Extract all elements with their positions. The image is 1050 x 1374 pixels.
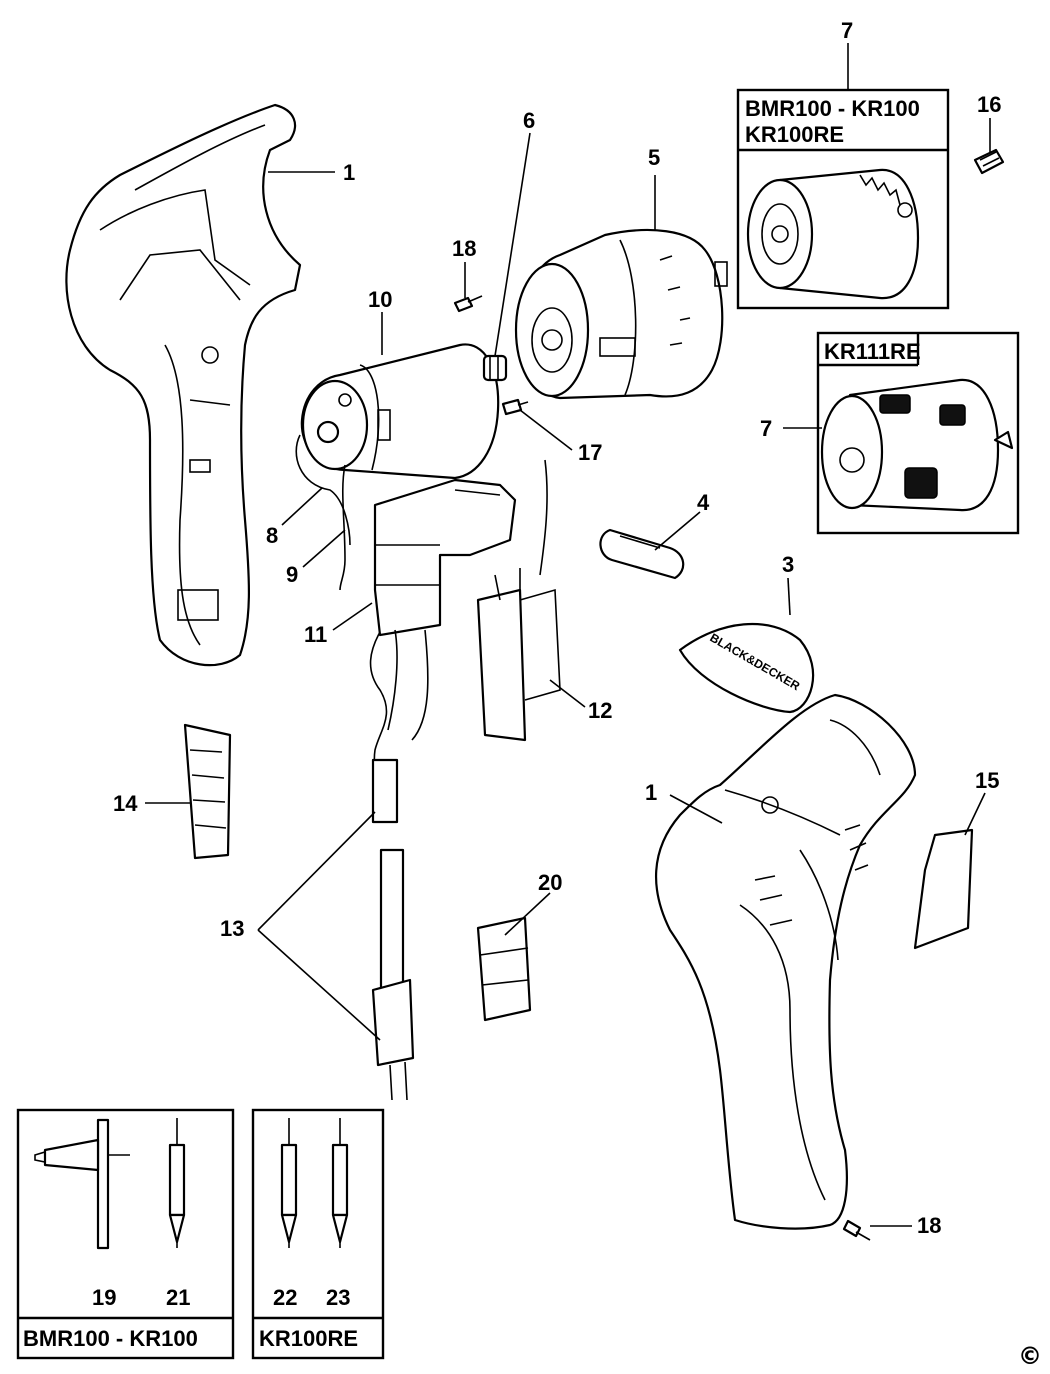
part-num-18-bottom: 18 [917,1213,941,1238]
screw-18-bottom [842,1219,871,1241]
part-num-7-side: 7 [760,416,772,441]
accessory-box-right-title: KR100RE [259,1326,358,1351]
part-num-17: 17 [578,440,602,465]
part-num-4: 4 [697,490,710,515]
part-num-16: 16 [977,92,1001,117]
part-num-5: 5 [648,145,660,170]
part-num-20: 20 [538,870,562,895]
part-num-13: 13 [220,916,244,941]
keyless-chuck [820,378,1014,512]
switch-wire [539,459,548,576]
screwdriver-bit-21 [168,1118,186,1248]
screw-16 [973,148,1005,175]
part-num-22: 22 [273,1285,297,1310]
wire-9 [339,464,346,591]
light-lens [599,528,685,580]
part-num-3: 3 [782,552,794,577]
battery-clip [476,916,532,1022]
screw-18-top [453,295,483,313]
housing-left-half [65,103,302,667]
keyed-chuck-title-1: BMR100 - KR100 [745,96,920,121]
contact-strip [183,723,232,860]
part-num-21: 21 [166,1285,190,1310]
part-number-labels: 1 6 5 7 16 18 10 17 7 4 3 8 9 11 12 14 1… [92,18,1001,1310]
part-num-6: 6 [523,108,535,133]
label-plate [913,828,974,950]
part-num-11: 11 [304,622,327,647]
screw-17 [501,398,529,416]
part-num-15: 15 [975,768,999,793]
screwdriver-bit-23 [331,1118,349,1248]
part-num-14: 14 [113,791,138,816]
part-num-7-top: 7 [841,18,853,43]
badge: BLACK&DECKER [678,622,815,714]
charger-plug [371,848,415,1101]
part-num-10: 10 [368,287,392,312]
keyed-chuck [746,168,920,300]
wire-8 [295,434,351,546]
keyless-chuck-title: KR111RE [824,339,921,364]
keyed-chuck-box: BMR100 - KR100 KR100RE [736,88,950,310]
part-num-12: 12 [588,698,612,723]
part-num-1-bottom: 1 [645,780,657,805]
chuck-key [34,1118,130,1250]
screwdriver-bit-22 [280,1118,298,1248]
part-num-18-top: 18 [452,236,476,261]
part-num-8: 8 [266,523,278,548]
copyright-mark: © [1018,1342,1042,1370]
pinion-gear [482,354,508,382]
accessory-box-left-title: BMR100 - KR100 [23,1326,198,1351]
part-num-19: 19 [92,1285,116,1310]
accessory-box-right: KR100RE [251,1108,385,1360]
keyless-chuck-box: KR111RE [816,331,1020,535]
switch [369,478,517,824]
accessory-box-left: BMR100 - KR100 [16,1108,235,1360]
part-num-23: 23 [326,1285,350,1310]
part-num-1-top: 1 [343,160,355,185]
housing-right-half [655,693,917,1230]
keyed-chuck-title-2: KR100RE [745,122,844,147]
gearbox [514,228,728,400]
motor [300,343,500,480]
circuit-board [476,568,561,742]
part-num-9: 9 [286,562,298,587]
leader-lines [145,43,991,1227]
